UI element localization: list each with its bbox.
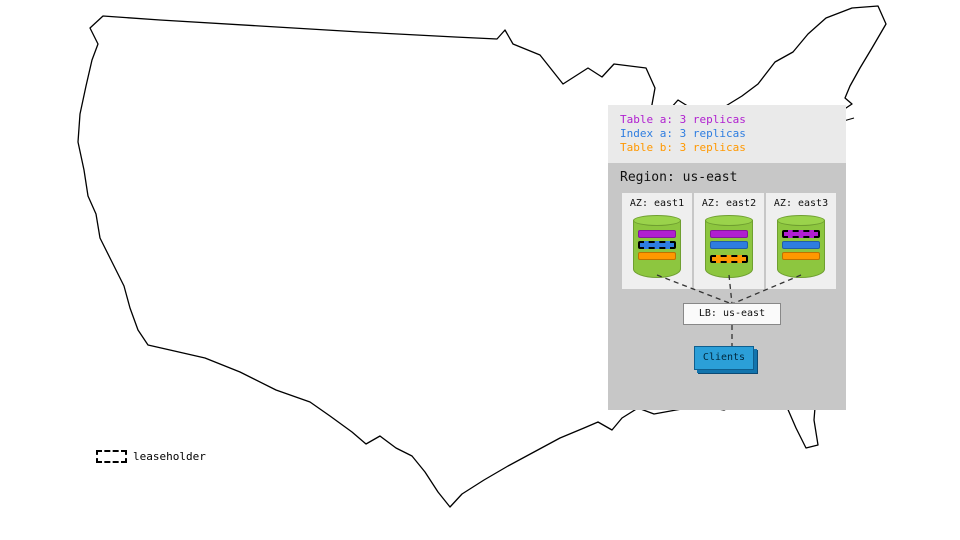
- replica-bar-index-a-leaseholder: [638, 241, 676, 249]
- az-row: AZ: east1 AZ: east2: [622, 193, 836, 289]
- az-box-east2: AZ: east2: [694, 193, 764, 289]
- cylinder-body: [633, 220, 681, 278]
- az-box-east1: AZ: east1: [622, 193, 692, 289]
- replica-legend: Table a: 3 replicas Index a: 3 replicas …: [608, 105, 846, 163]
- load-balancer-box: LB: us-east: [683, 303, 781, 325]
- replica-bar-table-b: [782, 252, 820, 260]
- cylinder-top: [777, 215, 825, 226]
- cylinder-body: [777, 220, 825, 278]
- replica-bar-table-a: [710, 230, 748, 238]
- clients-box: Clients: [694, 346, 754, 370]
- database-cylinder-icon: [633, 215, 681, 283]
- leaseholder-key: leaseholder: [96, 450, 206, 463]
- cylinder-body: [705, 220, 753, 278]
- cylinder-top: [705, 215, 753, 226]
- az-label: AZ: east2: [701, 198, 757, 209]
- legend-item-index-a: Index a: 3 replicas: [620, 127, 746, 140]
- database-cylinder-icon: [777, 215, 825, 283]
- legend-item-table-b: Table b: 3 replicas: [620, 141, 746, 154]
- az-label: AZ: east1: [629, 198, 685, 209]
- database-cylinder-icon: [705, 215, 753, 283]
- replica-bar-table-b-leaseholder: [710, 255, 748, 263]
- az-box-east3: AZ: east3: [766, 193, 836, 289]
- legend-item-table-a: Table a: 3 replicas: [620, 113, 746, 126]
- replica-bar-index-a: [782, 241, 820, 249]
- replica-bar-index-a: [710, 241, 748, 249]
- replica-bar-table-b: [638, 252, 676, 260]
- region-title: Region: us-east: [620, 170, 738, 185]
- leaseholder-dashed-box-icon: [96, 450, 127, 463]
- az-label: AZ: east3: [773, 198, 829, 209]
- replica-bar-table-a: [638, 230, 676, 238]
- leaseholder-key-label: leaseholder: [133, 450, 206, 463]
- region-box: Region: us-east AZ: east1: [608, 163, 846, 410]
- cylinder-top: [633, 215, 681, 226]
- replica-bar-table-a-leaseholder: [782, 230, 820, 238]
- topology-panel: Table a: 3 replicas Index a: 3 replicas …: [608, 105, 846, 410]
